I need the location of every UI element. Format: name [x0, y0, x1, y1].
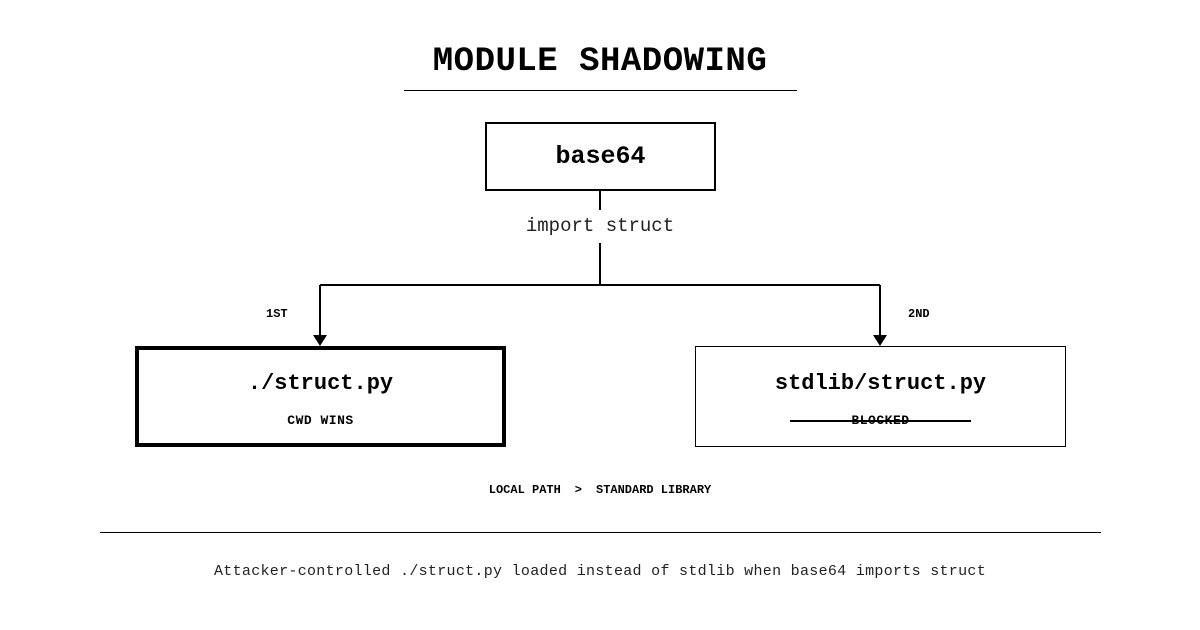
stdlib-module-box: stdlib/struct.py BLOCKED: [695, 346, 1066, 447]
priority-left: LOCAL PATH: [488, 483, 561, 497]
priority-right: STANDARD LIBRARY: [596, 483, 712, 497]
diagram-title: MODULE SHADOWING: [432, 43, 768, 81]
local-module-box: ./struct.py CWD WINS: [135, 346, 506, 447]
title-underline: [404, 90, 797, 91]
right-arrowhead-icon: [873, 335, 887, 346]
import-edge-label: import struct: [480, 214, 720, 238]
local-module-status: CWD WINS: [287, 413, 354, 428]
footer-divider: [100, 532, 1101, 533]
diagram-caption: Attacker-controlled ./struct.py loaded i…: [213, 563, 987, 580]
root-module-label: base64: [555, 142, 646, 171]
root-module-box: base64: [485, 122, 716, 191]
blocked-strikethrough: [790, 420, 971, 422]
priority-operator: >: [574, 483, 582, 497]
second-order-label: 2ND: [908, 307, 930, 321]
left-arrowhead-icon: [313, 335, 327, 346]
stdlib-module-name: stdlib/struct.py: [774, 371, 987, 396]
first-order-label: 1ST: [266, 307, 288, 321]
local-module-name: ./struct.py: [247, 371, 394, 396]
priority-rule: LOCAL PATH > STANDARD LIBRARY: [0, 482, 1200, 498]
